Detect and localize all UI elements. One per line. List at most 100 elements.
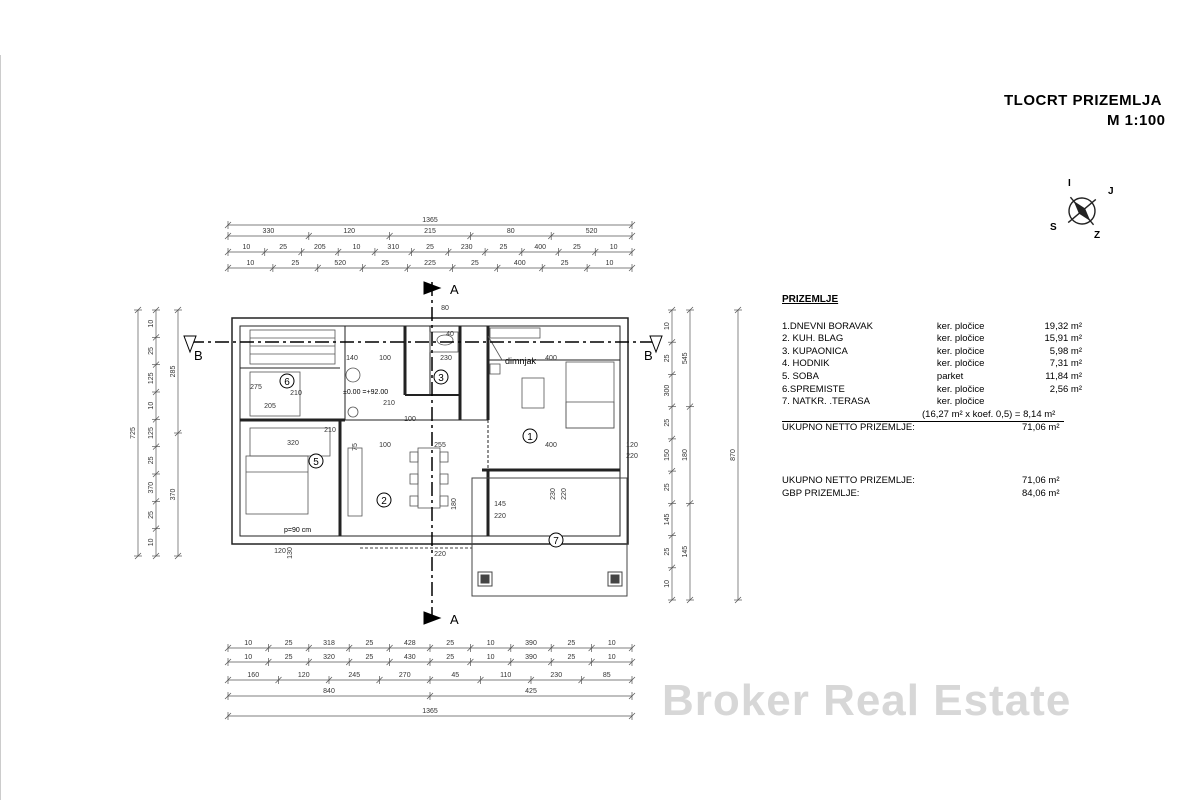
- dimension-label: 215: [424, 228, 436, 235]
- dimension-label: 10: [610, 244, 618, 251]
- dimension-label: 10: [606, 260, 614, 267]
- dimension-label: 75: [352, 443, 359, 451]
- legend-area: 19,32 m²: [1044, 320, 1083, 332]
- dimension-label: 25: [279, 244, 287, 251]
- dimension-label: 320: [323, 654, 335, 661]
- dimension-label: 10: [244, 640, 252, 647]
- legend-header: PRIZEMLJE: [782, 294, 839, 305]
- dimension-label: 180: [451, 498, 458, 510]
- legend-area: 11,84 m²: [1045, 370, 1083, 382]
- dimension-label: 25: [148, 456, 155, 464]
- dimension-label: 25: [446, 640, 454, 647]
- dimension-label: 520: [334, 260, 346, 267]
- dimension-label: 275: [250, 384, 262, 391]
- watermark: Broker Real Estate: [662, 676, 1072, 725]
- summary-value: 84,06 m²: [1022, 487, 1060, 499]
- room-number-5: 5: [313, 457, 319, 468]
- dimension-label: 80: [441, 305, 449, 312]
- dimension-label: 10: [247, 260, 255, 267]
- legend-area: 15,91 m²: [1044, 333, 1083, 345]
- compass-letter-z: Z: [1094, 230, 1100, 241]
- dimension-label: 10: [148, 320, 155, 328]
- dimension-label: 225: [424, 260, 436, 267]
- dimension-label: 270: [399, 672, 411, 679]
- terrace-outline: [360, 477, 628, 597]
- dimension-label: 400: [545, 442, 557, 449]
- summary-row: GBP PRIZEMLJE: 84,06 m²: [782, 488, 1082, 501]
- legend-finish: ker. pločice: [936, 396, 985, 408]
- dimension-label: 120: [274, 548, 286, 555]
- legend-name: 6.SPREMISTE: [782, 383, 845, 395]
- summary-value: 71,06 m²: [1022, 474, 1060, 486]
- dimension-label: 390: [525, 654, 537, 661]
- dimension-label: 205: [314, 244, 326, 251]
- legend-name: 7. NATKR. .TERASA: [782, 396, 870, 408]
- dimension-label: 370: [170, 489, 177, 501]
- legend-finish: ker. pločice: [936, 320, 985, 332]
- legend-area: 7,31 m²: [1049, 358, 1083, 370]
- section-lines: [183, 281, 663, 625]
- dimension-label: 310: [387, 244, 399, 251]
- dimension-label: 25: [664, 354, 671, 362]
- dimension-label: 545: [682, 352, 689, 364]
- building-walls: [231, 317, 629, 545]
- dimension-label: 230: [461, 244, 473, 251]
- dimension-label: 25: [366, 654, 374, 661]
- room-number-1: 1: [527, 432, 533, 443]
- dimension-label: 330: [263, 228, 275, 235]
- dimension-label: 10: [244, 654, 252, 661]
- dimension-label: 210: [324, 427, 336, 434]
- legend-name: 1.DNEVNI BORAVAK: [782, 320, 873, 332]
- dimension-label: 870: [730, 449, 737, 461]
- dimension-label: 25: [568, 654, 576, 661]
- dimension-label: 25: [148, 511, 155, 519]
- dimension-label: 840: [323, 688, 335, 695]
- legend-row: 1.DNEVNI BORAVAK ker. pločice 19,32 m²: [782, 321, 1082, 334]
- dimension-label: 10: [608, 654, 616, 661]
- dimension-label: 25: [664, 419, 671, 427]
- dimension-label: 10: [664, 322, 671, 330]
- dimension-label: 210: [290, 390, 302, 397]
- terrace-calc: (16,27 m² x koef. 0,5) = 8,14 m²: [922, 408, 1056, 420]
- dimension-label: 400: [534, 244, 546, 251]
- dimension-label: 390: [525, 640, 537, 647]
- dimension-label: 25: [664, 548, 671, 556]
- compass-letter-s: S: [1050, 222, 1057, 233]
- dimension-label: 160: [247, 672, 259, 679]
- dimension-label: 145: [664, 514, 671, 526]
- legend-name: 3. KUPAONICA: [782, 345, 848, 357]
- legend-row: 7. NATKR. .TERASA ker. pločice: [782, 396, 1082, 409]
- room-number-3: 3: [438, 373, 444, 384]
- dimension-label: 140: [346, 355, 358, 362]
- dimension-label: 230: [440, 355, 452, 362]
- dimension-label: 130: [287, 547, 294, 559]
- room-legend: PRIZEMLJE 1.DNEVNI BORAVAK ker. pločice 19…: [782, 294, 1082, 500]
- room-number-2: 2: [381, 496, 387, 507]
- dimension-label: 25: [568, 640, 576, 647]
- dimension-label: 120: [343, 228, 355, 235]
- dimension-label: 205: [264, 403, 276, 410]
- dimension-label: 110: [500, 672, 511, 679]
- dimension-label: 150: [664, 449, 671, 461]
- dimension-label: 320: [287, 440, 299, 447]
- dimension-label: 1365: [422, 217, 438, 224]
- dimension-label: 230: [550, 488, 557, 500]
- furniture: [245, 327, 615, 517]
- dimension-label: 220: [561, 488, 568, 500]
- dimension-label: 45: [451, 672, 459, 679]
- legend-name: 2. KUH. BLAG: [782, 333, 844, 345]
- dimension-label: 220: [626, 453, 638, 460]
- section-label-b-left: B: [194, 348, 203, 363]
- legend-area: 2,56 m²: [1049, 383, 1083, 395]
- dimension-label: 25: [500, 244, 508, 251]
- legend-area: 5,98 m²: [1049, 345, 1083, 357]
- compass-letter-i: I: [1068, 178, 1071, 189]
- summary-label: GBP PRIZEMLJE:: [782, 487, 860, 499]
- dimension-label: 10: [608, 640, 616, 647]
- dimension-label: 25: [561, 260, 569, 267]
- dimension-label: 25: [285, 640, 293, 647]
